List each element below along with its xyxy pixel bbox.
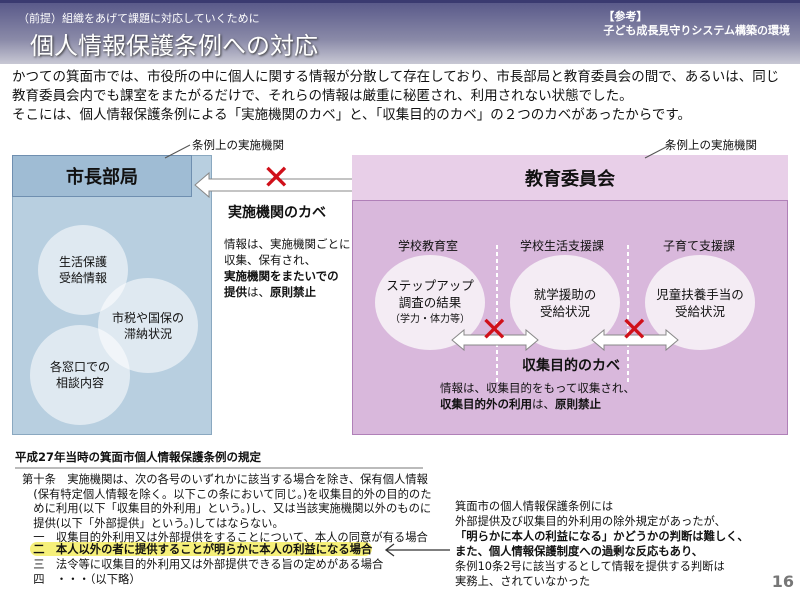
cross-mark-icon: ✕ — [262, 158, 291, 198]
law-heading: 平成27年当時の箕面市個人情報保護条例の規定 — [15, 449, 423, 469]
wall1-desc-bold: 提供 — [224, 285, 247, 299]
dept-info-circle: 児童扶養手当の 受給状況 — [645, 255, 755, 350]
dept-dividers — [496, 245, 629, 385]
note-line: 「明らかに本人の利益になる」かどうかの判断は難しく、 — [455, 530, 749, 543]
wall1-desc-line: 情報は、実施機関ごとに — [224, 237, 351, 251]
wall2-desc-bold: 収集目的外の利用 — [440, 397, 532, 411]
note-line: 箕面市の個人情報保護条例には — [455, 500, 614, 513]
page-title: 個人情報保護条例への対応 — [30, 32, 318, 60]
left-arrow-icon — [384, 543, 450, 557]
reference-label: 【参考】子ども成長見守りシステム構築の環境 — [603, 10, 790, 38]
ref-title: 子ども成長見守りシステム構築の環境 — [603, 24, 790, 37]
ref-label: 【参考】 — [603, 10, 648, 23]
note-line: 条例10条2号に該当するとして情報を提供する判断は — [455, 560, 725, 573]
law-line: 三 法令等に収集目的外利用又は外部提供できる旨の定めがある場合 — [22, 558, 384, 571]
intro-line: 教育委員会内でも課室をまたがるだけで、それらの情報は厳重に秘匿され、利用されない… — [12, 88, 633, 104]
note-line: 外部提供及び収集目的外利用の除外規定があったが、 — [455, 515, 726, 528]
note-line: 実務上、されていなかった — [455, 575, 591, 588]
wall1-desc-line: 実施機関をまたいでの — [224, 269, 339, 283]
dept-info-circle: ステップアップ 調査の結果 （学力・体力等） — [375, 255, 485, 350]
cross-mark-icon: ✕ — [480, 310, 509, 350]
intro-line: かつての箕面市では、市役所の中に個人に関する情報が分散して存在しており、市長部局… — [12, 69, 780, 85]
callout-line-right — [644, 144, 671, 159]
dept-info-sub: （学力・体力等） — [390, 314, 470, 325]
law-line: 一 収集目的外利用又は外部提供をすることについて、本人の同意が有る場合 — [22, 531, 428, 544]
law-line: 第十条 実施機関は、次の各号のいずれかに該当する場合を除き、保有個人情報 — [22, 473, 428, 486]
double-arrow-icon — [451, 328, 539, 352]
wall1-desc-text: は、 — [247, 285, 270, 299]
intro-line: そこには、個人情報保護条例による「実施機関のカベ」と、「収集目的のカベ」の２つの… — [12, 107, 692, 123]
law-line: (保有特定個人情報を除く。以下この条において同じ。)を収集目的外の目的のた — [22, 487, 432, 501]
highlight — [30, 542, 372, 556]
wall2-desc-bold: 原則禁止 — [555, 397, 601, 411]
dept-name: 子育て支援課 — [663, 239, 736, 253]
header-band — [0, 0, 800, 64]
dept-name: 学校生活支援課 — [520, 239, 605, 253]
note-line: また、個人情報保護制度への過剰な反応もあり、 — [455, 545, 704, 558]
law-line-highlighted: 二 本人以外の者に提供することが明らかに本人の利益になる場合 — [22, 543, 373, 556]
law-line: 提供(以下「外部提供」という。)してはならない。 — [22, 516, 284, 530]
wall1-desc: 情報は、実施機関ごとに 収集、保有され、 実施機関をまたいでの 提供は、原則禁止 — [224, 236, 351, 300]
subtitle: （前提）組織をあげて課題に対応していくために — [18, 12, 260, 25]
circle-welfare: 生活保護 受給情報 — [38, 225, 128, 315]
wall1-desc-line: 収集、保有され、 — [224, 253, 317, 267]
circle-consult: 各窓口での 相談内容 — [30, 325, 130, 425]
callout-line-left — [164, 144, 191, 159]
cross-mark-icon: ✕ — [620, 310, 649, 350]
law-line: 四 ・・・（以下略） — [22, 572, 141, 586]
dept-name: 学校教育室 — [398, 239, 459, 253]
dept-info: ステップアップ 調査の結果 — [386, 278, 474, 310]
wall2-title: 収集目的のカベ — [522, 358, 620, 374]
wall2-desc: 情報は、収集目的をもって収集され、 収集目的外の利用は、原則禁止 — [440, 380, 635, 412]
page-number: 16 — [771, 572, 794, 591]
board-of-education-title: 教育委員会 — [352, 155, 788, 201]
double-arrow-icon — [591, 328, 679, 352]
wall1-desc-bold: 原則禁止 — [270, 285, 316, 299]
mayor-department-title: 市長部局 — [12, 155, 192, 197]
wall2-desc-text: は、 — [532, 397, 555, 411]
wall2-desc-line: 情報は、収集目的をもって収集され、 — [440, 381, 636, 395]
wall1-title: 実施機関のカベ — [228, 205, 326, 221]
law-line: めに利用(以下「収集目的外利用」という。)し、又は当該実施機関以外のものに — [22, 502, 432, 515]
callout-label-right: 条例上の実施機関 — [665, 138, 757, 152]
callout-label-left: 条例上の実施機関 — [192, 138, 284, 152]
